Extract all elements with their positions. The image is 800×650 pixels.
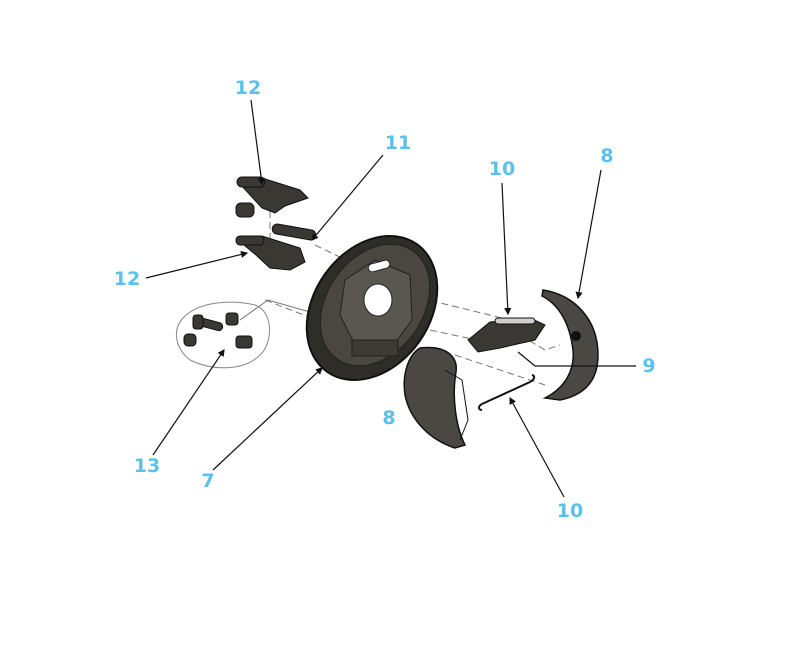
backing-plate (305, 234, 439, 382)
callout-10-adjuster: 10 (488, 158, 516, 180)
upper-actuator-lever (235, 176, 309, 218)
hardware-kit-outline (175, 301, 270, 369)
callout-9: 9 (642, 355, 656, 377)
lower-actuator-lever (235, 235, 306, 271)
leader-lines (145, 99, 602, 498)
callout-8-left-shoe: 8 (382, 407, 396, 429)
callout-10-spring: 10 (556, 500, 584, 522)
leader-line-9 (517, 351, 636, 367)
adjuster-assembly (467, 317, 546, 353)
brake-shoe-right (541, 289, 599, 401)
callout-13: 13 (133, 455, 161, 477)
callout-8-right-shoe: 8 (600, 145, 614, 167)
hardware-kit-parts (183, 312, 253, 349)
callout-12-upper: 12 (234, 77, 262, 99)
return-spring (478, 374, 536, 411)
callout-12-lower: 12 (113, 268, 141, 290)
callout-11: 11 (384, 132, 412, 154)
brake-shoe-left (403, 346, 469, 449)
pivot-pin (271, 223, 317, 241)
callout-7: 7 (201, 470, 215, 492)
